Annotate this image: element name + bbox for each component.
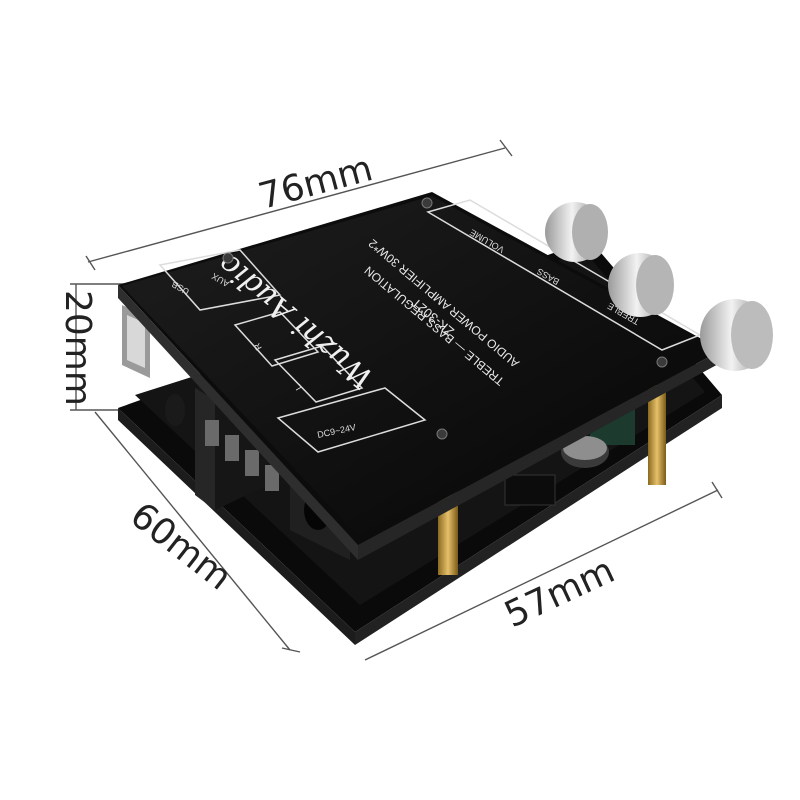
bass-knob[interactable]: [608, 253, 674, 317]
dimension-bottom: 57mm: [498, 550, 620, 636]
dimension-left-height: 20mm: [57, 290, 98, 406]
top-panel: [118, 192, 722, 560]
dimension-lines: [70, 139, 723, 661]
volume-knob[interactable]: [545, 202, 608, 262]
treble-knob[interactable]: [700, 299, 773, 371]
channel-r-label: R: [252, 341, 264, 352]
dimension-top: 76mm: [254, 148, 377, 218]
screws: [222, 197, 668, 440]
channel-l-label: L: [293, 383, 304, 392]
aux-port: [165, 394, 185, 426]
